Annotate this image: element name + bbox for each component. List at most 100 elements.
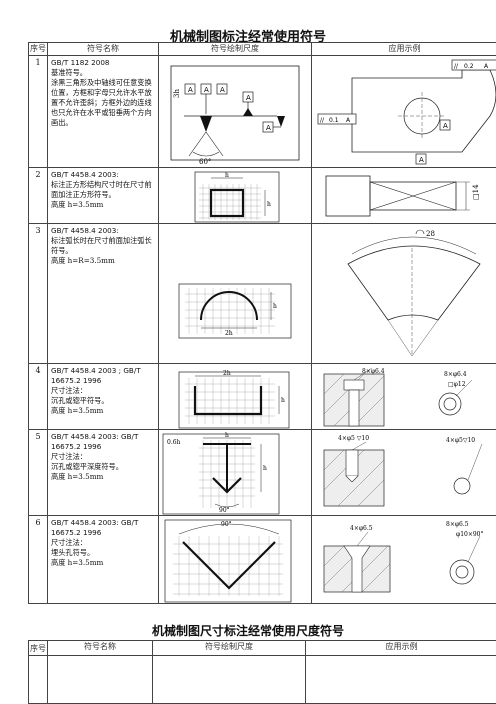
- row-name: GB/T 4458.4 2003: 标注弧长时在尺寸前面加注弧长符号。 高度 h…: [48, 224, 159, 364]
- svg-text:A: A: [266, 124, 271, 132]
- datum-symbol-drawing: A A A 60° 3h A A: [159, 56, 311, 168]
- svg-text:8×φ6.4: 8×φ6.4: [362, 368, 385, 375]
- svg-text:A: A: [419, 156, 424, 164]
- standard-code: GB/T 1182 2008: [51, 58, 155, 68]
- standard-code: GB/T 4458.4 2003:: [51, 226, 155, 236]
- standard-code: GB/T 4458.4 2003 ; GB/T 16675.2 1996: [51, 366, 155, 386]
- svg-text:h: h: [263, 465, 267, 472]
- row-name: GB/T 4458.4 2003: GB/T 16675.2 1996 尺寸注法…: [48, 516, 159, 604]
- datum-letter: A: [188, 86, 193, 94]
- description: 基准符号。: [51, 68, 155, 78]
- svg-text:□φ12: □φ12: [448, 381, 466, 388]
- symbol-drawing: 90°: [159, 516, 312, 604]
- svg-text:0.1: 0.1: [329, 117, 339, 124]
- svg-text:4×φ5 ▽10: 4×φ5 ▽10: [338, 435, 369, 442]
- standard-code: GB/T 4458.4 2003: GB/T 16675.2 1996: [51, 432, 155, 452]
- application-example: 8×φ6.4 8×φ6.4 □φ12: [312, 364, 496, 430]
- svg-text:8×φ6.5: 8×φ6.5: [446, 521, 469, 528]
- svg-text:h: h: [267, 201, 271, 208]
- svg-text:4×φ5▽10: 4×φ5▽10: [446, 437, 475, 444]
- description: 尺寸注法：: [51, 452, 155, 462]
- arc-symbol-drawing: 2h h: [159, 224, 311, 364]
- description: 标注弧长时在尺寸前面加注弧长符号。: [51, 236, 155, 256]
- row-name: GB/T 1182 2008 基准符号。 涂黑三角形及中轴线可任意变换位置，方框…: [48, 56, 159, 168]
- description: 沉孔或锪平深度符号。: [51, 462, 155, 472]
- standard-code: GB/T 4458.4 2003: GB/T 16675.2 1996: [51, 518, 155, 538]
- svg-text:2h: 2h: [225, 330, 233, 337]
- header-draw: 符号绘制尺度: [159, 43, 312, 56]
- svg-text:90°: 90°: [219, 507, 230, 514]
- table-row: [29, 656, 496, 704]
- height-note: 高度 h=R=3.5mm: [51, 256, 155, 266]
- svg-text:h: h: [225, 432, 229, 439]
- scale-symbol-table: 序号 符号名称 符号绘制尺度 应用示例: [28, 640, 496, 704]
- header-example: 应用示例: [312, 43, 496, 56]
- row-number: 4: [29, 364, 48, 430]
- svg-text:A: A: [443, 122, 448, 130]
- application-example: □14: [312, 168, 496, 224]
- svg-text:2h: 2h: [223, 370, 231, 377]
- svg-text:0.6h: 0.6h: [167, 439, 181, 446]
- row-number: 1: [29, 56, 48, 168]
- table-header-row: 序号 符号名称 符号绘制尺度 应用示例: [29, 43, 496, 56]
- description: 尺寸注法：: [51, 386, 155, 396]
- description: 埋头孔符号。: [51, 548, 155, 558]
- height-note: 高度 h=3.5mm: [51, 406, 155, 416]
- countersink-example-drawing: 4×φ6.5 8×φ6.5 φ10×90°: [312, 516, 496, 604]
- header-example: 应用示例: [306, 641, 496, 656]
- svg-text:90°: 90°: [221, 521, 232, 528]
- depth-example-drawing: 4×φ5 ▽10 4×φ5▽10: [312, 430, 496, 516]
- header-no: 序号: [29, 641, 48, 656]
- table-row: 6 GB/T 4458.4 2003: GB/T 16675.2 1996 尺寸…: [29, 516, 496, 604]
- countersink-symbol-drawing: 90°: [159, 516, 311, 604]
- row-number: 2: [29, 168, 48, 224]
- row-number: 5: [29, 430, 48, 516]
- row-name: GB/T 4458.4 2003: 标注正方形结构尺寸时在尺寸前面加注正方形符号…: [48, 168, 159, 224]
- table-row: 2 GB/T 4458.4 2003: 标注正方形结构尺寸时在尺寸前面加注正方形…: [29, 168, 496, 224]
- svg-text:h: h: [281, 397, 285, 404]
- svg-text:A: A: [220, 86, 225, 94]
- height-note: 高度 h=3.5mm: [51, 472, 155, 482]
- application-example: 28: [312, 224, 496, 364]
- height-note: 高度 h=3.5mm: [51, 200, 155, 210]
- svg-text:4×φ6.5: 4×φ6.5: [350, 525, 373, 532]
- height-note: 高度 h=3.5mm: [51, 558, 155, 568]
- datum-triangle: [200, 116, 212, 132]
- svg-text:φ10×90°: φ10×90°: [456, 531, 484, 538]
- application-example: 4×φ6.5 8×φ6.5 φ10×90°: [312, 516, 496, 604]
- datum-example-drawing: // 0.2 A // 0.1 A A A: [312, 56, 496, 168]
- application-example: // 0.2 A // 0.1 A A A: [312, 56, 496, 168]
- svg-text:3h: 3h: [173, 89, 181, 98]
- description: 标注正方形结构尺寸时在尺寸前面加注正方形符号。: [51, 180, 155, 200]
- row-number: 3: [29, 224, 48, 364]
- symbol-drawing: h 0.6h h 90°: [159, 430, 312, 516]
- counterbore-example-drawing: 8×φ6.4 8×φ6.4 □φ12: [312, 364, 496, 430]
- svg-text:h: h: [225, 172, 229, 179]
- section-title: 机械制图尺寸标注经常使用尺度符号: [0, 622, 496, 639]
- description: 尺寸注法：: [51, 538, 155, 548]
- svg-text:8×φ6.4: 8×φ6.4: [444, 371, 467, 378]
- table-row: 3 GB/T 4458.4 2003: 标注弧长时在尺寸前面加注弧长符号。 高度…: [29, 224, 496, 364]
- row-name: GB/T 4458.4 2003 ; GB/T 16675.2 1996 尺寸注…: [48, 364, 159, 430]
- application-example: 4×φ5 ▽10 4×φ5▽10: [312, 430, 496, 516]
- header-draw: 符号绘制尺度: [153, 641, 306, 656]
- table-row: 5 GB/T 4458.4 2003: GB/T 16675.2 1996 尺寸…: [29, 430, 496, 516]
- description: 沉孔或锪平符号。: [51, 396, 155, 406]
- table-row: 4 GB/T 4458.4 2003 ; GB/T 16675.2 1996 尺…: [29, 364, 496, 430]
- description: 涂黑三角形及中轴线可任意变换位置，方框和字母只允许水平放置不允许歪斜；方框外边的…: [51, 78, 155, 128]
- symbol-drawing: h h: [159, 168, 312, 224]
- header-name: 符号名称: [48, 641, 153, 656]
- table-header-row: 序号 符号名称 符号绘制尺度 应用示例: [29, 641, 496, 656]
- svg-text:A: A: [204, 86, 209, 94]
- svg-text:A: A: [246, 94, 251, 102]
- square-symbol-drawing: h h: [159, 168, 311, 224]
- counterbore-symbol-drawing: 2h h: [159, 364, 311, 430]
- angle-label: 60°: [199, 158, 211, 166]
- arc-example-drawing: 28: [312, 224, 496, 364]
- header-name: 符号名称: [48, 43, 159, 56]
- depth-symbol-drawing: h 0.6h h 90°: [159, 430, 311, 516]
- arc-length-label: 28: [426, 230, 435, 238]
- table-row: 1 GB/T 1182 2008 基准符号。 涂黑三角形及中轴线可任意变换位置，…: [29, 56, 496, 168]
- symbol-drawing: 2h h: [159, 224, 312, 364]
- header-no: 序号: [29, 43, 48, 56]
